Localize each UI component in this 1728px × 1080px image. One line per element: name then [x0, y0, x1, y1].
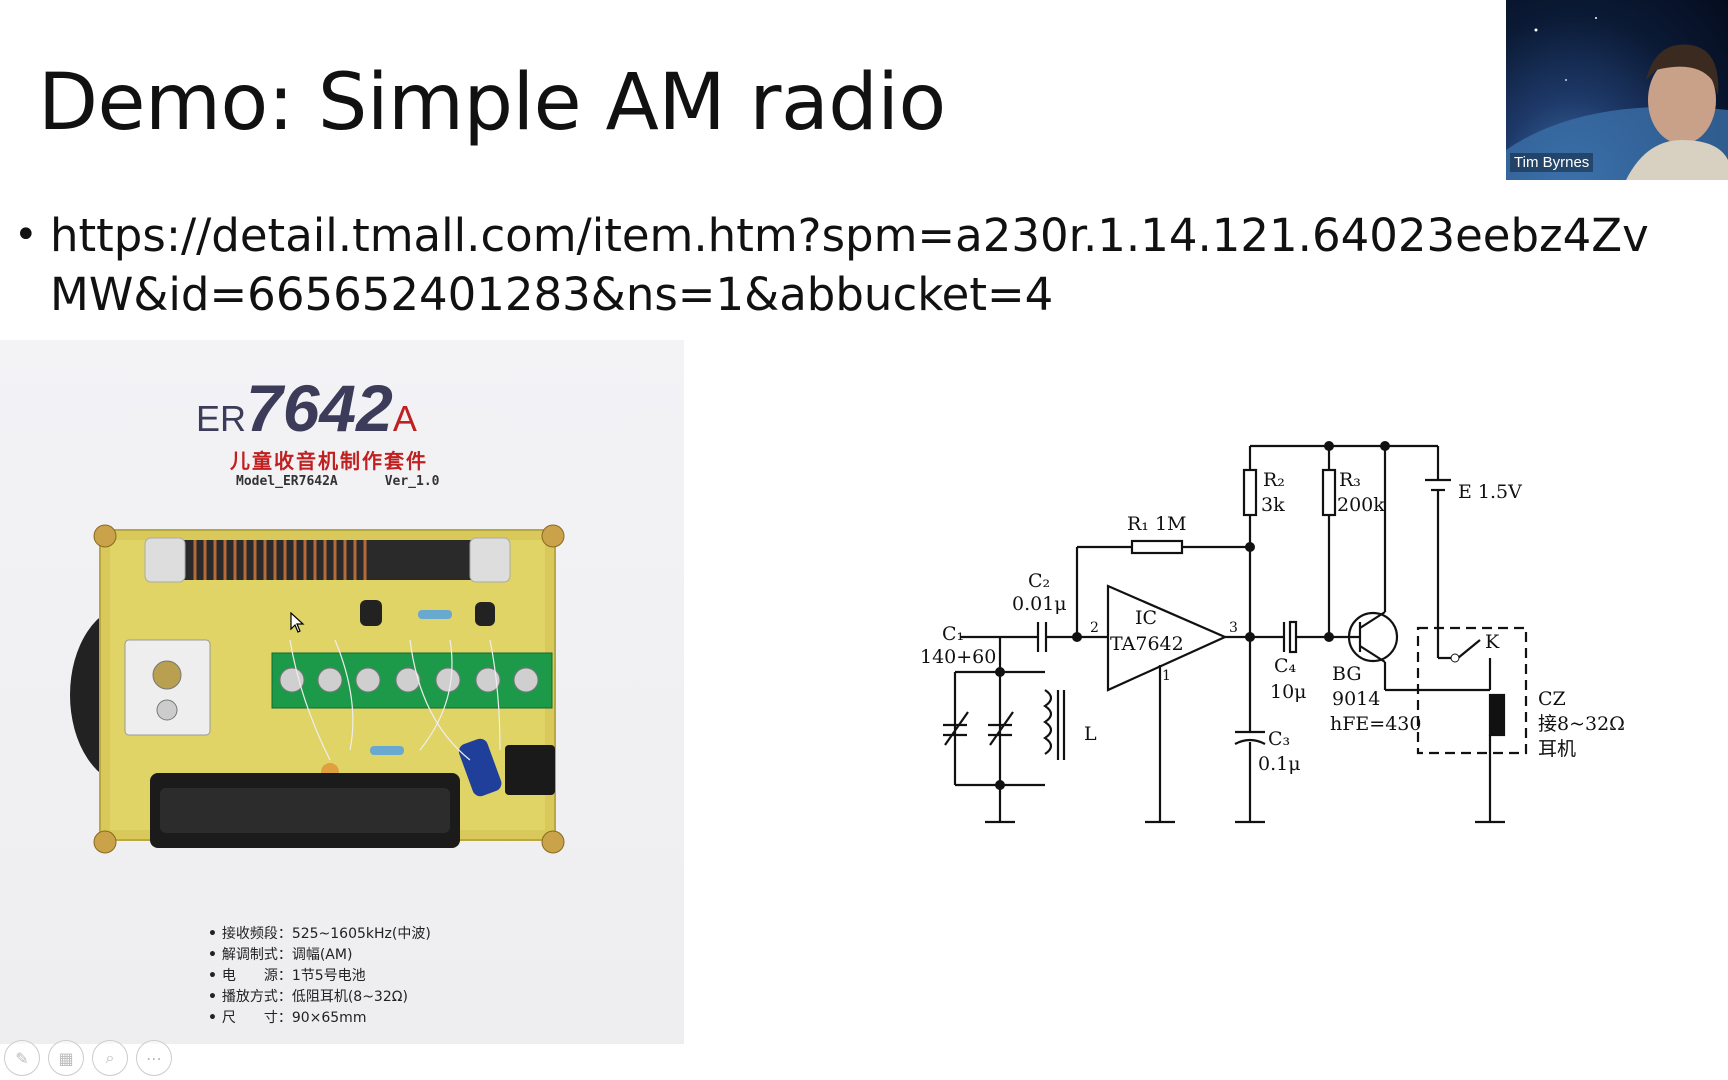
logo-prefix: ER: [196, 398, 247, 439]
participant-video[interactable]: Tim Byrnes: [1506, 0, 1728, 180]
circuit-board-illustration: [70, 524, 565, 854]
spec-item: 电 源：1节5号电池: [208, 966, 431, 987]
bullet-symbol: •: [14, 212, 38, 258]
jack-description-2: 耳机: [1538, 738, 1576, 760]
slide-title: Demo: Simple AM radio: [38, 58, 946, 148]
participant-name: Tim Byrnes: [1510, 153, 1594, 172]
spec-item: 解调制式：调幅(AM): [208, 945, 431, 966]
slideshow-toolbar: ✎ ▦ ⌕ ⋯: [4, 1040, 172, 1076]
switch-label: K: [1485, 631, 1500, 653]
transistor-model: 9014: [1332, 688, 1380, 710]
r3-value: 200k: [1337, 494, 1385, 516]
product-photo: ER7642A 儿童收音机制作套件 Model_ER7642A Ver_1.0: [0, 340, 684, 1044]
zoom-icon[interactable]: ⌕: [92, 1040, 128, 1076]
product-logo: ER7642A: [196, 370, 417, 446]
spec-item: 接收频段：525~1605kHz(中波): [208, 924, 431, 945]
spec-list: 接收频段：525~1605kHz(中波) 解调制式：调幅(AM) 电 源：1节5…: [208, 924, 431, 1029]
model-line: Model_ER7642A Ver_1.0: [236, 474, 440, 489]
spec-item: 播放方式：低阻耳机(8~32Ω): [208, 987, 431, 1008]
c1-label: C₁: [942, 623, 964, 645]
jack-label: CZ: [1538, 688, 1566, 710]
url-text: https://detail.tmall.com/item.htm?spm=a2…: [50, 209, 1649, 321]
pin-2-label: 2: [1090, 620, 1099, 636]
transistor-label: BG: [1332, 663, 1362, 685]
battery-label: E 1.5V: [1458, 481, 1522, 503]
r2-value: 3k: [1261, 494, 1285, 516]
inductor-label: L: [1084, 723, 1097, 745]
pin-1-label: 1: [1162, 668, 1171, 684]
transistor-hfe: hFE=430: [1330, 713, 1421, 735]
logo-number: 7642: [246, 371, 393, 445]
mouse-cursor-icon: [290, 612, 305, 633]
c4-value: 10μ: [1270, 681, 1307, 703]
pin-3-label: 3: [1229, 620, 1238, 636]
kit-name: 儿童收音机制作套件: [230, 449, 428, 473]
c2-label: C₂: [1028, 570, 1050, 592]
more-options-icon[interactable]: ⋯: [136, 1040, 172, 1076]
r2-label: R₂: [1263, 469, 1285, 491]
slides-grid-icon[interactable]: ▦: [48, 1040, 84, 1076]
r3-label: R₃: [1339, 469, 1361, 491]
participant-avatar: [1506, 17, 1728, 180]
circuit-schematic: R₁ 1M R₂ 3k R₃ 200k E 1.5V C₂ 0.01μ C₁ 1…: [920, 441, 1625, 824]
logo-suffix: A: [392, 398, 417, 439]
spec-item: 尺 寸：90×65mm: [208, 1008, 431, 1029]
c4-label: C₄: [1274, 655, 1297, 677]
c1-value: 140+60: [920, 646, 996, 668]
c2-value: 0.01μ: [1012, 593, 1067, 615]
jack-description: 接8~32Ω: [1538, 713, 1625, 735]
c3-label: C₃: [1268, 728, 1290, 750]
r1-label: R₁ 1M: [1127, 513, 1187, 535]
ic-label: IC: [1135, 607, 1157, 629]
c3-value: 0.1μ: [1258, 753, 1301, 775]
ic-model: TA7642: [1110, 633, 1184, 655]
pen-icon[interactable]: ✎: [4, 1040, 40, 1076]
